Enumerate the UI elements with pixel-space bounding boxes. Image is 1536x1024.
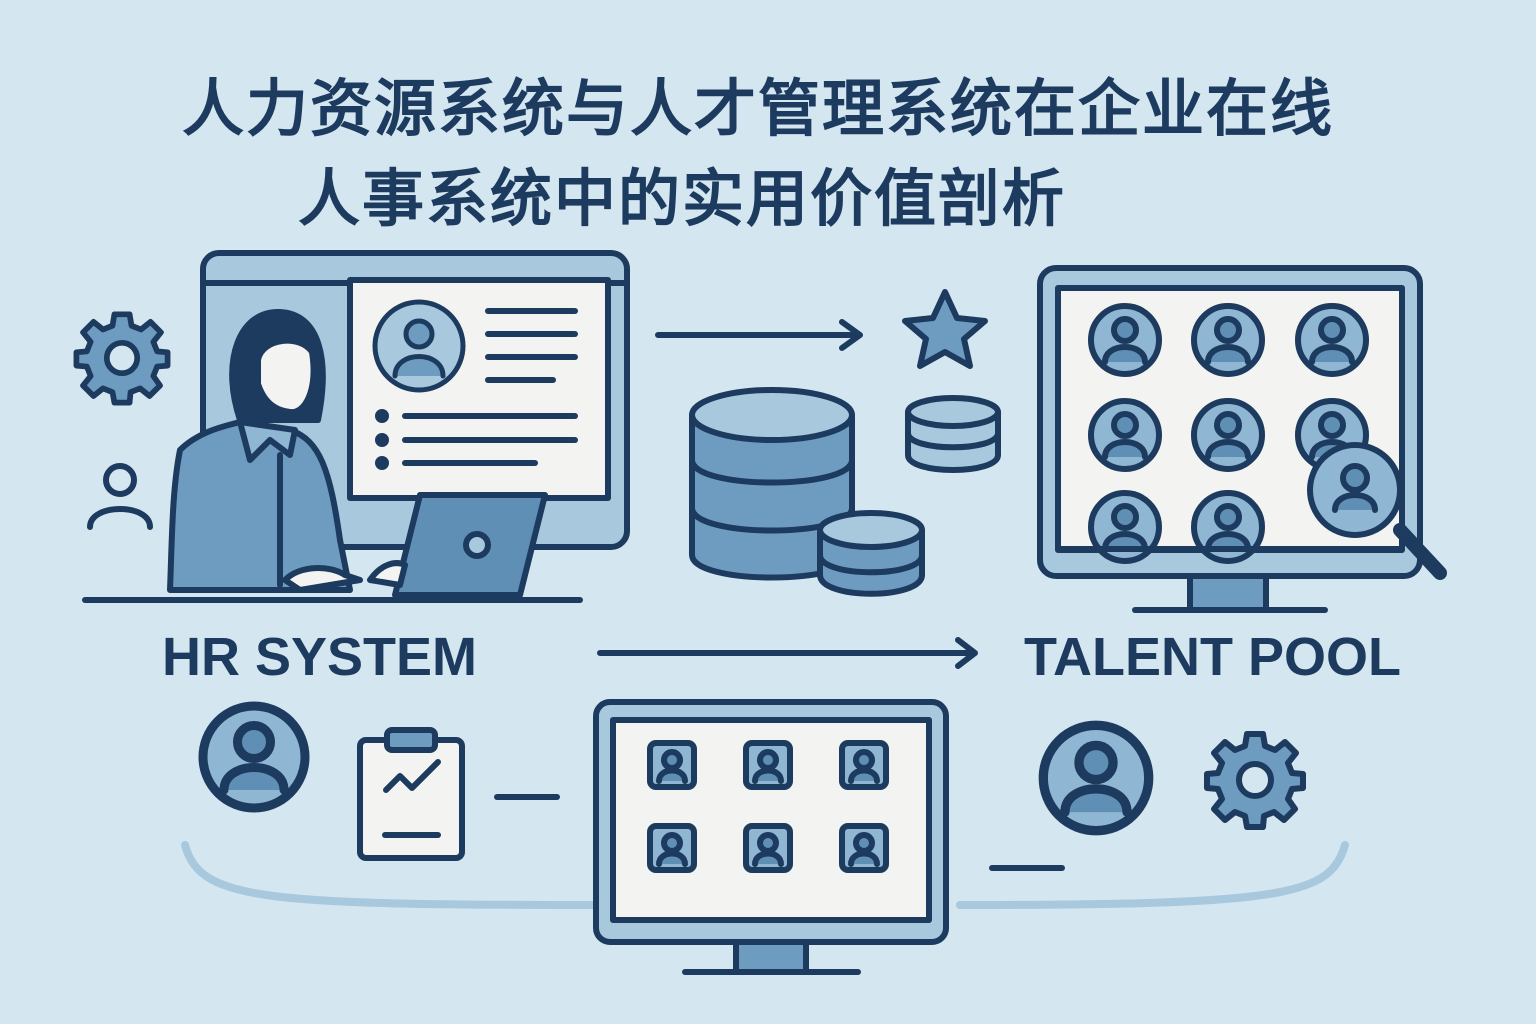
talent-pool-label: TALENT POOL — [1024, 627, 1401, 687]
team-monitor-icon — [593, 699, 949, 975]
user-icon — [87, 463, 153, 530]
title-line-1: 人力资源系统与人才管理系统在企业在线 — [181, 72, 1334, 145]
database-small-icon — [905, 395, 1001, 473]
talent-pool-monitor-icon — [1037, 265, 1423, 613]
database-small-icon — [817, 510, 925, 597]
title-line-2: 人事系统中的实用价值剖析 — [298, 162, 1067, 235]
avatar-icon — [1043, 725, 1148, 830]
arrow-icon — [597, 637, 978, 669]
hr-system-label: HR SYSTEM — [162, 627, 478, 687]
magnifier-icon — [1307, 442, 1447, 580]
connection-arc — [181, 841, 1349, 909]
hr-person-illustration — [82, 308, 583, 603]
gear-icon — [76, 314, 167, 402]
gear-icon — [1207, 734, 1303, 827]
arrow-icon — [655, 319, 863, 351]
star-icon — [902, 289, 988, 369]
avatar-icon — [203, 706, 305, 808]
clipboard-check-icon — [357, 727, 465, 861]
